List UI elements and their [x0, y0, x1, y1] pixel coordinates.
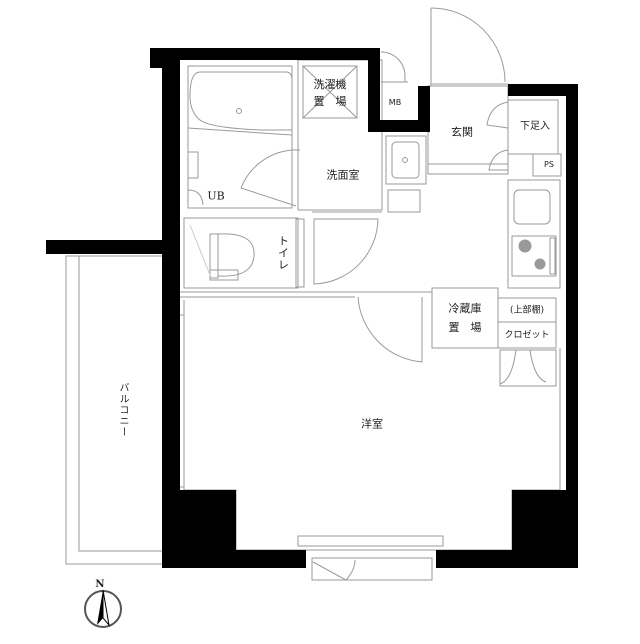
room-label-shoe-closet: 下足入	[520, 121, 550, 132]
room-label-balcony: バルコニー	[117, 382, 128, 438]
washer-space-line2: 置 場	[313, 95, 347, 108]
wash-basin-icon	[385, 135, 427, 213]
room-label-washroom: 洗面室	[326, 168, 360, 182]
room-label-washer-space: 洗濯機 置 場	[314, 79, 347, 107]
fridge-space-line1: 冷蔵庫	[448, 302, 482, 315]
room-label-fridge-space: 冷蔵庫 置 場	[449, 303, 482, 333]
fridge-space-line2: 置 場	[448, 321, 482, 334]
room-label-toilet: トイレ	[276, 235, 290, 271]
toilet-icon	[183, 217, 299, 289]
north-arrow-icon	[84, 589, 122, 628]
room-label-entrance: 玄関	[451, 125, 473, 139]
room-label-closet: クロゼット	[504, 330, 550, 341]
ub-door	[240, 149, 301, 207]
washer-space-line1: 洗濯機	[313, 78, 347, 91]
room-label-upper-shelf: (上部棚)	[509, 305, 545, 316]
compass-north-label: N	[95, 579, 105, 590]
room-label-pipe-space: PS	[544, 160, 554, 169]
exterior-walls	[46, 48, 578, 568]
washer-space-box	[302, 65, 358, 119]
gas-stove-icon	[511, 235, 557, 277]
room-label-unit-bath: UB	[207, 189, 225, 203]
bathtub-icon	[187, 65, 293, 209]
balcony-outline	[65, 255, 167, 565]
room-label-meter-box: MB	[388, 98, 402, 107]
kitchen-sink-icon	[507, 179, 561, 289]
room-label-western-room: 洋室	[361, 417, 383, 431]
entrance-door	[430, 7, 508, 87]
